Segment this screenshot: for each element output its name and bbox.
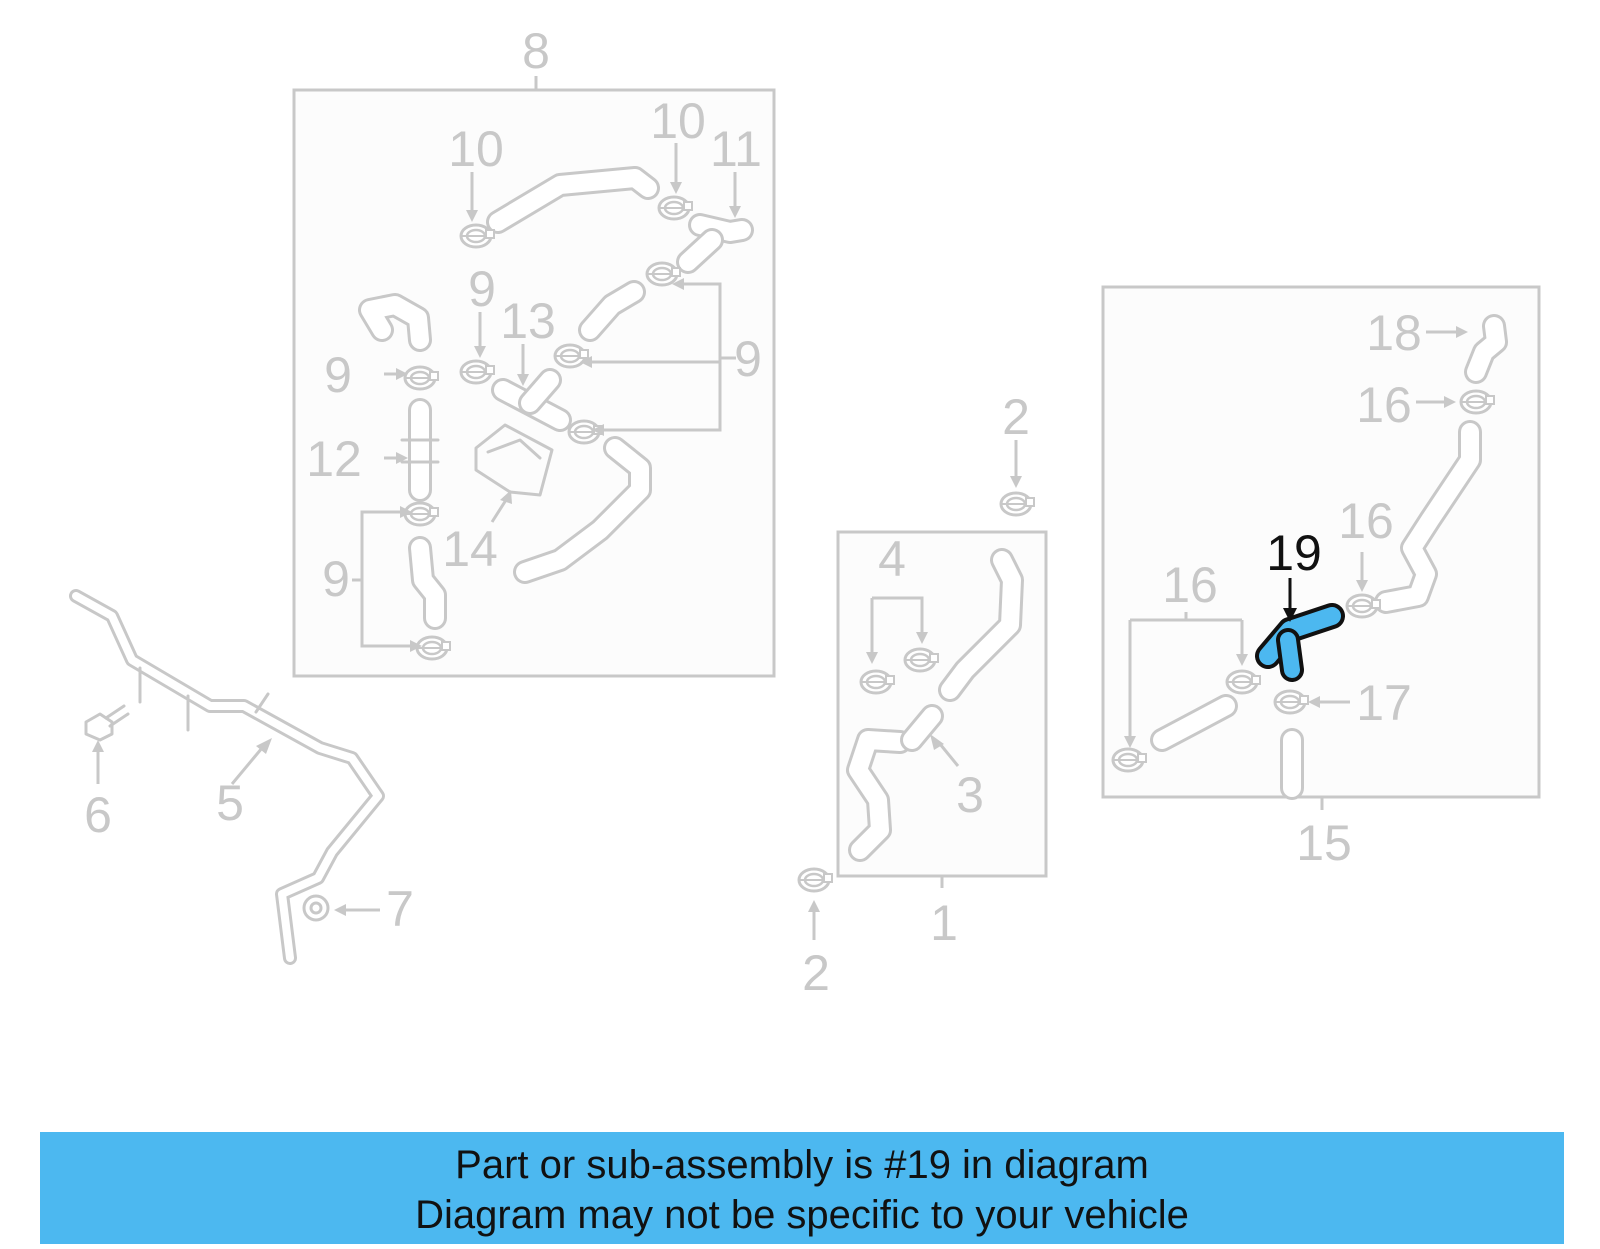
callout-9d: 9	[322, 551, 350, 607]
callout-4: 4	[878, 531, 906, 587]
pipe-5	[69, 589, 385, 965]
clamp-2-bottom	[796, 867, 834, 893]
nut-7	[302, 894, 330, 922]
callout-8: 8	[522, 23, 550, 79]
callout-3: 3	[956, 767, 984, 823]
clamp-9-mid	[458, 359, 496, 385]
clamp-16-left	[1110, 747, 1148, 773]
callout-17: 17	[1356, 675, 1412, 731]
callout-10b: 10	[650, 93, 706, 149]
clamp-9-left	[402, 365, 440, 391]
hose-bend-upper-left	[358, 293, 432, 352]
callout-labels: 8 10 10 11 9 13 9 9 12 14 9 6 5 7 2 4 3 …	[84, 23, 1422, 1001]
hose-lower-9	[513, 436, 652, 584]
hose-15-lower	[1150, 694, 1238, 752]
callout-12: 12	[306, 431, 362, 487]
clamp-16-top	[1458, 389, 1496, 415]
callout-16c: 16	[1162, 557, 1218, 613]
clamp-9-right-upper	[552, 343, 590, 369]
clamp-9-low-a	[402, 501, 440, 527]
hose-3	[900, 704, 944, 752]
banner-line-part: Part or sub-assembly is #19 in diagram	[455, 1143, 1149, 1187]
callout-1: 1	[930, 895, 958, 951]
hose-1-lower	[846, 728, 912, 862]
callout-19: 19	[1266, 525, 1322, 581]
clamp-17	[1272, 689, 1310, 715]
bolt-6	[84, 704, 130, 742]
hose-upper-10	[486, 166, 660, 234]
callout-9a: 9	[468, 261, 496, 317]
hose-mid-9	[578, 280, 646, 342]
leaders-frame-8	[352, 143, 741, 652]
clamp-9-upper	[644, 261, 682, 287]
callout-15: 15	[1296, 815, 1352, 871]
clamp-16-right	[1344, 593, 1382, 619]
clamp-4a	[858, 669, 896, 695]
leaders-frame-15	[1124, 326, 1468, 748]
part-info-banner: Part or sub-assembly is #19 in diagram D…	[40, 1132, 1564, 1244]
callout-14: 14	[442, 521, 498, 577]
clamp-9-low-b	[414, 635, 452, 661]
clamp-2-top	[998, 491, 1036, 517]
clamp-4b	[902, 647, 940, 673]
callout-2a: 2	[1002, 389, 1030, 445]
hose-15-upper	[1374, 420, 1482, 614]
tee-pipe-13	[491, 368, 572, 432]
highlighted-part-19	[1255, 603, 1345, 682]
callout-9c: 9	[324, 347, 352, 403]
outlet-pipe-11	[676, 213, 754, 274]
callout-18: 18	[1366, 305, 1422, 361]
elbow-18	[1464, 314, 1508, 384]
callout-7: 7	[386, 881, 414, 937]
leaders-frame-1	[808, 440, 1022, 940]
callout-16a: 16	[1356, 377, 1412, 433]
callout-2b: 2	[802, 945, 830, 1001]
clamp-10a	[458, 223, 496, 249]
clamp-10b	[656, 195, 694, 221]
valve-12	[400, 398, 440, 502]
hose-1-upper	[938, 548, 1024, 702]
callout-9b: 9	[734, 331, 762, 387]
callout-16b: 16	[1338, 493, 1394, 549]
callout-6: 6	[84, 787, 112, 843]
banner-line-disclaimer: Diagram may not be specific to your vehi…	[415, 1193, 1189, 1237]
callout-10a: 10	[448, 121, 504, 177]
clamp-16-mid	[1224, 669, 1262, 695]
callout-13: 13	[500, 293, 556, 349]
bracket-14	[474, 423, 554, 497]
callout-5: 5	[216, 775, 244, 831]
hose-lower-left	[408, 536, 447, 630]
callout-11: 11	[710, 121, 762, 177]
